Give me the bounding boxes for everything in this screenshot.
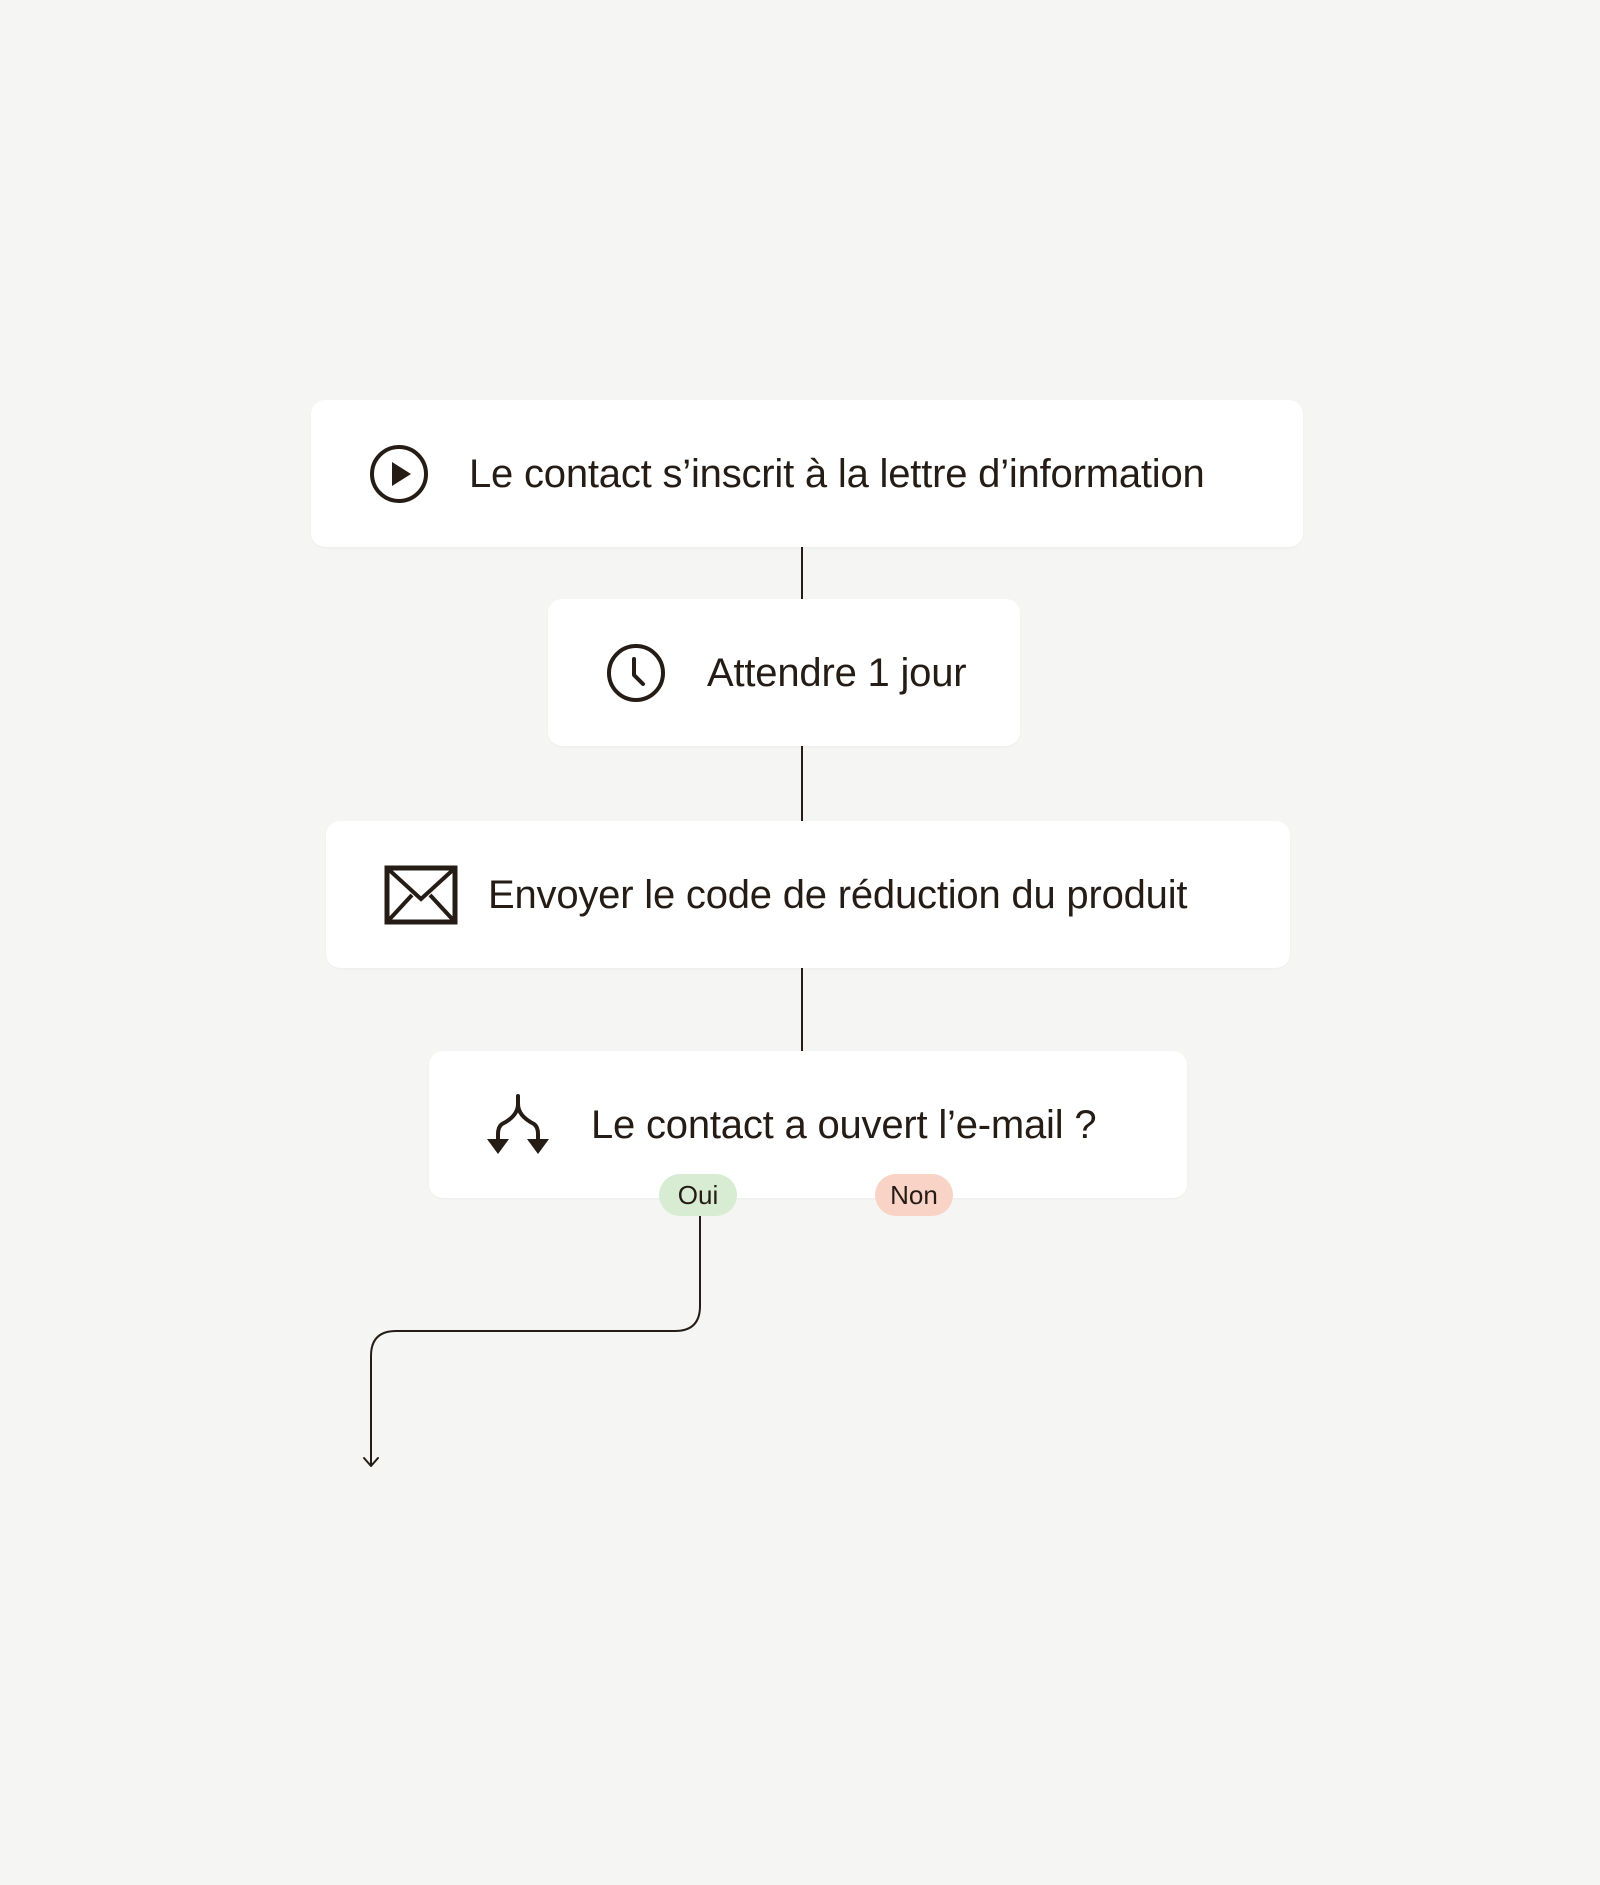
clock-icon: [605, 642, 667, 704]
branch-no-badge[interactable]: Non: [875, 1174, 953, 1216]
workflow-node-email[interactable]: Envoyer le code de réduction du produit: [326, 821, 1290, 968]
play-circle-icon: [369, 444, 429, 504]
envelope-icon: [384, 865, 458, 925]
workflow-node-trigger[interactable]: Le contact s’inscrit à la lettre d’infor…: [311, 400, 1303, 547]
wait-label: Attendre 1 jour: [707, 650, 967, 695]
branch-yes-badge[interactable]: Oui: [659, 1174, 737, 1216]
condition-label: Le contact a ouvert l’e-mail ?: [591, 1102, 1097, 1147]
workflow-node-condition[interactable]: Le contact a ouvert l’e-mail ?: [429, 1051, 1187, 1198]
email-label: Envoyer le code de réduction du produit: [488, 872, 1188, 917]
connector-yes-branch: [370, 1216, 701, 1465]
arrowhead-down-icon: [363, 1457, 379, 1467]
workflow-node-wait[interactable]: Attendre 1 jour: [548, 599, 1020, 746]
trigger-label: Le contact s’inscrit à la lettre d’infor…: [469, 451, 1205, 496]
split-branch-icon: [486, 1093, 550, 1156]
